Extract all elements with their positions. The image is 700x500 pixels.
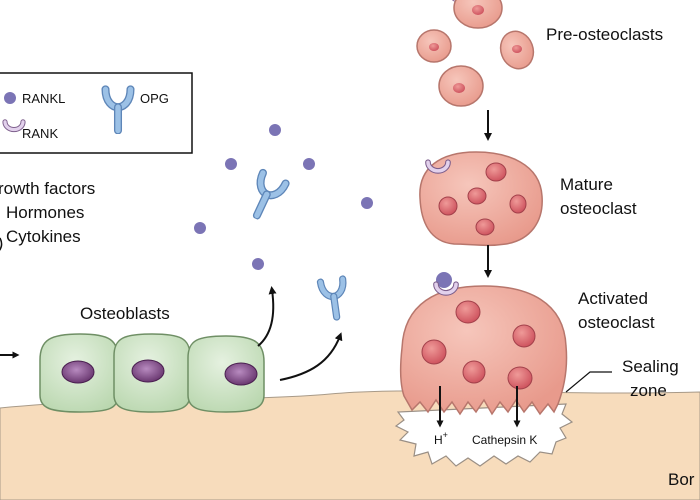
rankl-dot <box>436 272 452 288</box>
pre-osteoclast-nucleus <box>453 83 465 93</box>
mature-label-line2: osteoclast <box>560 199 637 218</box>
pre-osteoclasts-label: Pre-osteoclasts <box>546 25 663 44</box>
legend-opg-label: OPG <box>140 91 169 106</box>
osteoclast-nucleus <box>421 339 447 365</box>
osteoclast-nucleus <box>462 360 486 384</box>
rankl-dot <box>269 124 281 136</box>
activated-label-line2: osteoclast <box>578 313 655 332</box>
legend-rank-label: RANK <box>22 126 58 141</box>
pre-osteoclast-cells <box>416 0 535 107</box>
h-plus-label: H+ <box>434 430 448 447</box>
osteoclast-nucleus <box>438 196 458 216</box>
osteoblast-nucleus <box>61 360 95 384</box>
mature-label-line1: Mature <box>560 175 613 194</box>
osteoblast-nucleus <box>224 362 258 386</box>
opg-molecule <box>246 173 286 221</box>
activated-osteoclast-cell <box>399 272 568 416</box>
cathepsin-k-label: Cathepsin K <box>472 433 537 447</box>
factors-bracket <box>0 237 3 251</box>
pre-osteoclast-nucleus <box>429 43 439 51</box>
rankl-dot <box>194 222 206 234</box>
rankl-molecules <box>194 124 373 270</box>
rankl-dot <box>303 158 315 170</box>
cytokines-label: Cytokines <box>6 227 81 246</box>
rankl-legend-dot <box>4 92 16 104</box>
osteoclast-nucleus <box>455 300 481 324</box>
mature-osteoclast-cell <box>419 151 543 247</box>
sealing-zone-label-line1: Sealing <box>622 357 679 376</box>
sealing-zone-label-line2: zone <box>630 381 667 400</box>
pre-osteoclast-nucleus <box>472 5 484 15</box>
osteoblast-cells <box>39 333 265 413</box>
activated-label-line1: Activated <box>578 289 648 308</box>
osteoclast-nucleus <box>507 366 533 390</box>
bone-label: Bor <box>668 470 695 489</box>
legend: RANKL OPG RANK <box>0 72 193 154</box>
rankl-dot <box>225 158 237 170</box>
pre-osteoclast-nucleus <box>512 45 522 53</box>
rankl-dot <box>252 258 264 270</box>
rankl-dot <box>361 197 373 209</box>
opg-release-arrow <box>279 332 343 381</box>
sealing-zone-pointer <box>565 371 612 393</box>
growth-factors-label: rowth factors <box>0 179 95 198</box>
legend-rankl-label: RANKL <box>22 91 65 106</box>
osteoclast-nucleus <box>512 324 536 348</box>
osteoclast-nucleus <box>509 194 527 214</box>
osteoclast-nucleus <box>485 162 507 182</box>
osteoclast-nucleus <box>467 187 487 205</box>
osteoblasts-label: Osteoblasts <box>80 304 170 323</box>
rankl-release-arrow <box>257 286 277 347</box>
osteoblast-nucleus <box>131 359 165 383</box>
hormones-label: Hormones <box>6 203 84 222</box>
osteoclast-nucleus <box>475 218 495 236</box>
opg-molecule <box>320 279 347 319</box>
